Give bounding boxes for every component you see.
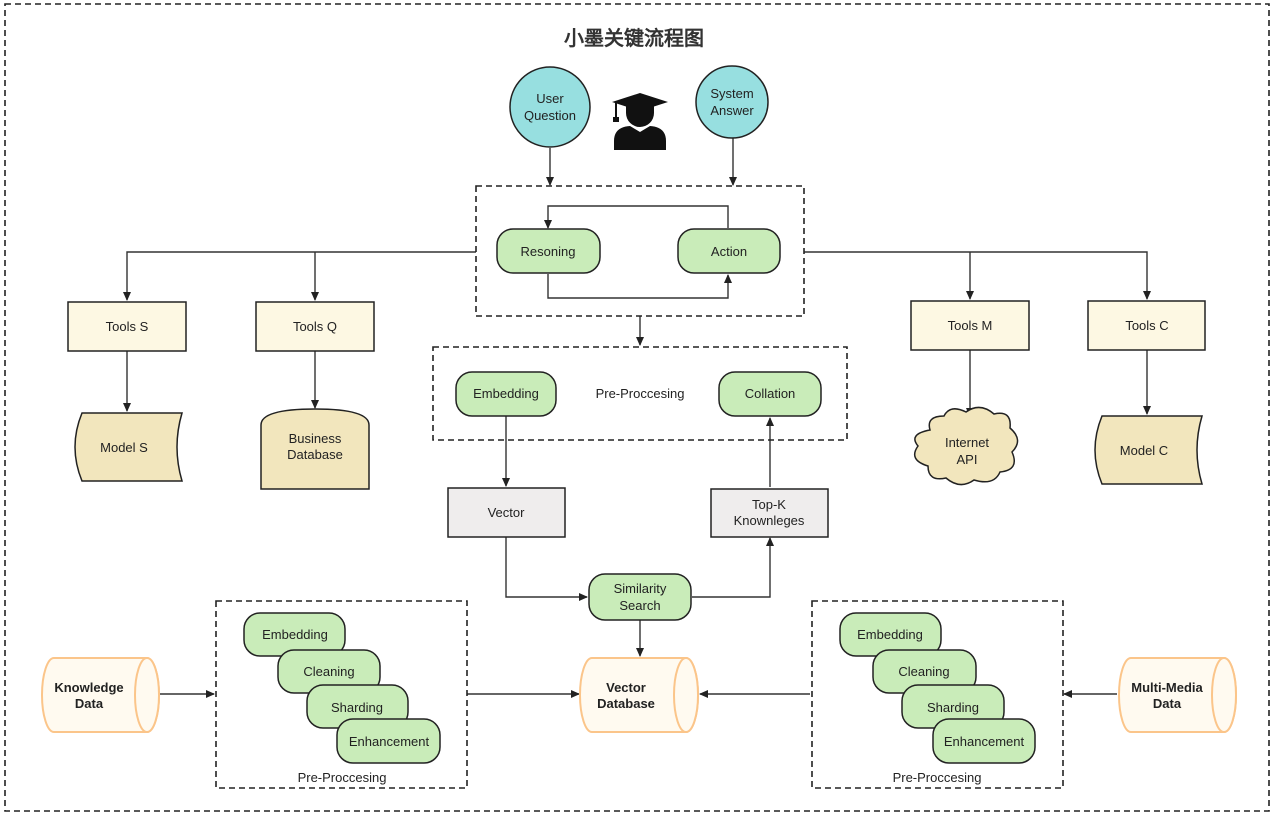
business-database-node: Business Database: [260, 408, 370, 490]
tools-q-node: Tools Q: [255, 301, 375, 352]
edge-similarity-to-topk: [692, 537, 774, 598]
svg-text:Vector: Vector: [488, 505, 526, 520]
svg-text:System: System: [710, 86, 753, 101]
svg-text:Top-K: Top-K: [752, 497, 786, 512]
preprocessing-right-box: [811, 600, 1064, 789]
svg-text:Sharding: Sharding: [927, 700, 979, 715]
svg-text:Data: Data: [1153, 696, 1182, 711]
tools-m-node: Tools M: [910, 300, 1030, 351]
model-s-node: Model S: [74, 412, 184, 482]
preproc-collation-node: Collation: [718, 371, 822, 417]
model-c-node: Model C: [1094, 415, 1204, 485]
svg-text:Cleaning: Cleaning: [898, 664, 949, 679]
graduate-user-icon: [612, 93, 668, 150]
vector-database-node: Vector Database: [579, 657, 699, 733]
svg-text:Embedding: Embedding: [262, 627, 328, 642]
svg-text:Answer: Answer: [710, 103, 754, 118]
edge-vector-to-similarity: [505, 537, 588, 601]
svg-text:Similarity: Similarity: [614, 581, 667, 596]
svg-text:Collation: Collation: [745, 386, 796, 401]
svg-text:Model S: Model S: [100, 440, 148, 455]
svg-text:Tools M: Tools M: [948, 318, 993, 333]
agent-loop-box: [475, 185, 805, 317]
reasoning-node: Resoning: [496, 228, 601, 274]
tools-s-node: Tools S: [67, 301, 187, 352]
user-question-node: User Question: [509, 66, 591, 148]
svg-text:User: User: [536, 91, 564, 106]
svg-text:Embedding: Embedding: [857, 627, 923, 642]
preproc-right-step-1: Embedding: [839, 612, 942, 657]
svg-text:Internet: Internet: [945, 435, 989, 450]
diagram-title: 小墨关键流程图: [564, 26, 704, 50]
svg-text:Vector: Vector: [606, 680, 646, 695]
preprocessing-left-box: [215, 600, 468, 789]
edges: [123, 137, 1151, 698]
svg-text:Tools Q: Tools Q: [293, 319, 337, 334]
svg-text:Cleaning: Cleaning: [303, 664, 354, 679]
svg-text:Sharding: Sharding: [331, 700, 383, 715]
edge-action-to-reasoning: [544, 205, 729, 229]
vector-node: Vector: [447, 487, 566, 538]
svg-text:Knownleges: Knownleges: [734, 513, 805, 528]
svg-text:Action: Action: [711, 244, 747, 259]
preproc-right-step-4: Enhancement: [932, 718, 1036, 764]
svg-text:Enhancement: Enhancement: [944, 734, 1025, 749]
svg-text:Multi-Media: Multi-Media: [1131, 680, 1203, 695]
preproc-left-step-2: Cleaning: [277, 649, 381, 694]
multimedia-data-node: Multi-Media Data: [1118, 657, 1237, 733]
topk-knowledge-node: Top-K Knownleges: [710, 488, 829, 538]
preproc-left-step-3: Sharding: [306, 684, 409, 729]
svg-text:API: API: [957, 452, 978, 467]
edge-reasoning-to-action: [547, 274, 732, 299]
svg-text:Database: Database: [597, 696, 655, 711]
svg-text:Embedding: Embedding: [473, 386, 539, 401]
knowledge-data-node: Knowledge Data: [41, 657, 160, 733]
svg-text:Enhancement: Enhancement: [349, 734, 430, 749]
svg-text:Tools S: Tools S: [106, 319, 149, 334]
svg-text:Resoning: Resoning: [521, 244, 576, 259]
svg-text:Knowledge: Knowledge: [54, 680, 123, 695]
preproc-right-step-3: Sharding: [901, 684, 1005, 729]
outer-frame: [4, 3, 1270, 812]
preprocessing-top-label: Pre-Proccesing: [596, 386, 685, 401]
similarity-search-node: Similarity Search: [588, 573, 692, 621]
preprocessing-left-label: Pre-Proccesing: [298, 770, 387, 785]
tools-c-node: Tools C: [1087, 300, 1206, 351]
preprocessing-right-label: Pre-Proccesing: [893, 770, 982, 785]
svg-text:Question: Question: [524, 108, 576, 123]
system-answer-node: System Answer: [695, 65, 769, 139]
action-node: Action: [677, 228, 781, 274]
svg-text:Search: Search: [619, 598, 660, 613]
edge-agent-to-tools-s: [123, 251, 476, 301]
svg-text:Model C: Model C: [1120, 443, 1168, 458]
internet-api-cloud: Internet API: [913, 406, 1019, 486]
svg-text:Database: Database: [287, 447, 343, 462]
svg-text:Business: Business: [289, 431, 342, 446]
preprocessing-query-box: [432, 346, 848, 441]
svg-text:Tools C: Tools C: [1125, 318, 1168, 333]
preproc-embedding-node: Embedding: [455, 371, 557, 417]
edge-agent-to-tools-m: [804, 251, 1151, 300]
preproc-left-step-4: Enhancement: [336, 718, 441, 764]
svg-text:Data: Data: [75, 696, 104, 711]
